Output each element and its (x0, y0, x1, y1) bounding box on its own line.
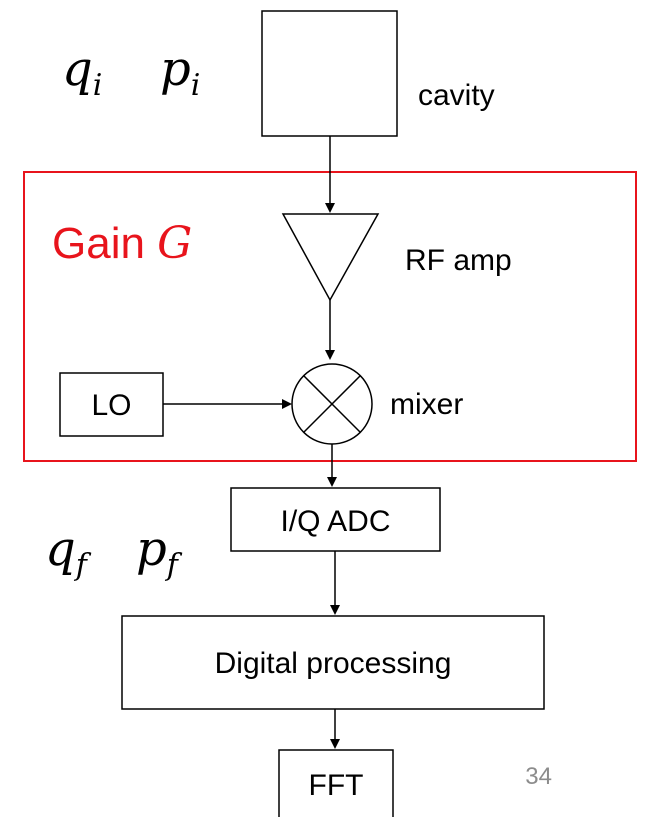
digital-processing-label: Digital processing (215, 647, 452, 680)
lo-label: LO (91, 389, 131, 422)
adc-label: I/Q ADC (280, 505, 390, 538)
rf-amp-label: RF amp (405, 244, 512, 277)
cavity-label: cavity (418, 79, 495, 112)
mixer-symbol (291, 363, 373, 445)
digital-processing-block (121, 615, 545, 710)
mixer-label: mixer (390, 388, 463, 421)
fft-label: FFT (309, 769, 364, 802)
cavity-block (261, 10, 398, 137)
p-initial-symbol: pi (160, 41, 200, 103)
p-final-symbol: pf (136, 521, 183, 583)
lo-block (59, 372, 164, 437)
adc-block (230, 487, 441, 552)
gain-label: Gain G (52, 218, 192, 269)
rf-amp-triangle (281, 213, 380, 302)
fft-block (278, 749, 394, 817)
q-initial-symbol: qi (62, 41, 102, 103)
q-final-symbol: qf (45, 521, 92, 583)
page-number: 34 (525, 763, 552, 790)
